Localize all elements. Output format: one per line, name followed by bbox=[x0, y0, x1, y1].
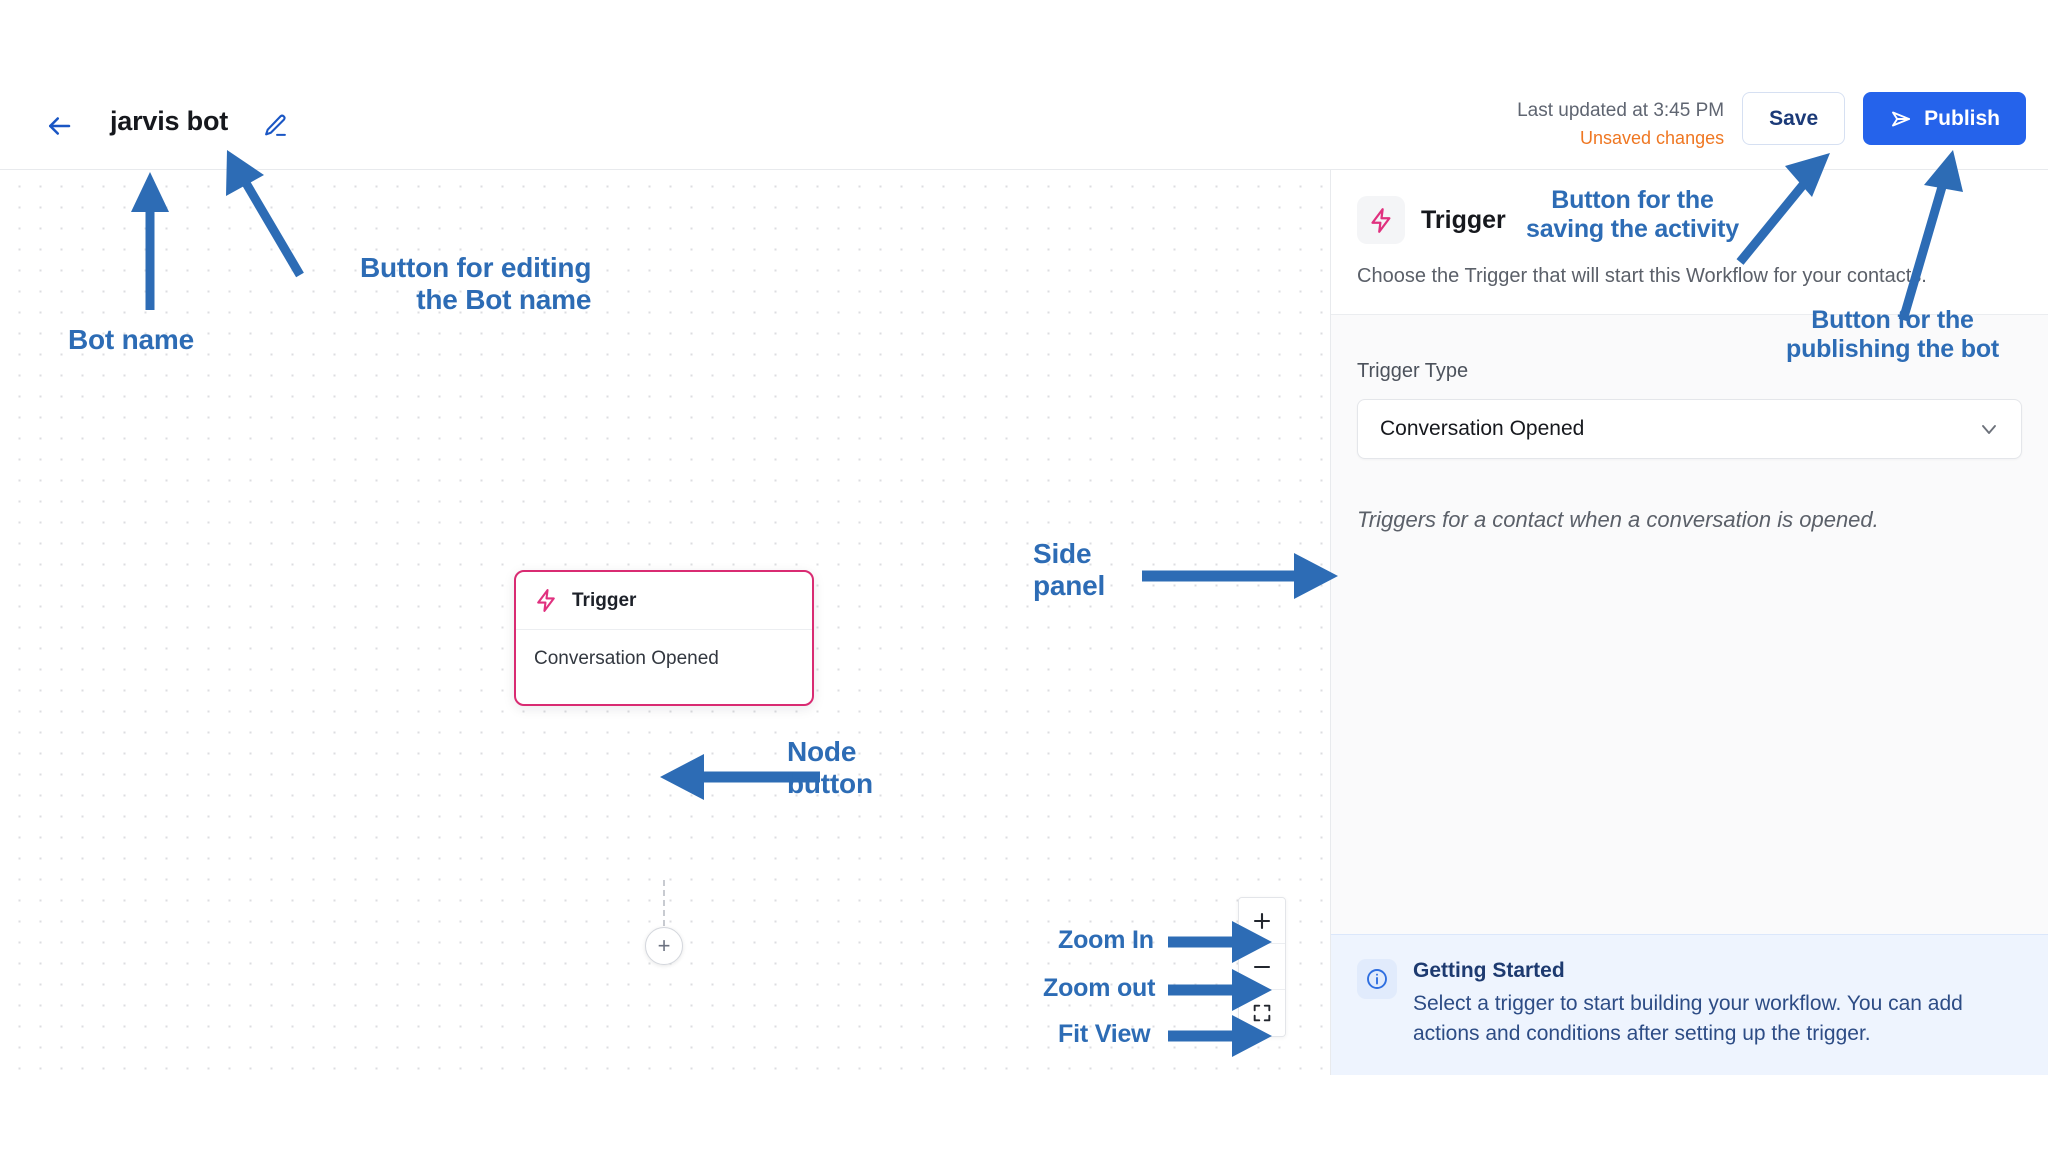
plus-icon bbox=[1253, 912, 1271, 929]
trigger-node-header: Trigger bbox=[516, 572, 812, 630]
minus-icon bbox=[1253, 965, 1271, 968]
back-button[interactable] bbox=[38, 105, 80, 147]
header-actions: Last updated at 3:45 PM Unsaved changes … bbox=[1517, 92, 2026, 150]
side-panel: Trigger Choose the Trigger that will sta… bbox=[1330, 170, 2048, 1075]
pencil-icon bbox=[264, 114, 286, 136]
trigger-node-type: Trigger bbox=[572, 589, 637, 611]
trigger-type-selected-value: Conversation Opened bbox=[1380, 417, 1585, 440]
trigger-type-label: Trigger Type bbox=[1357, 360, 1469, 382]
trigger-type-select[interactable]: Conversation Opened bbox=[1357, 399, 2022, 459]
fit-view-icon bbox=[1253, 1004, 1271, 1022]
side-panel-subtitle: Choose the Trigger that will start this … bbox=[1357, 265, 1927, 287]
workflow-builder-app: jarvis bot Last updated at 3:45 PM Unsav… bbox=[0, 0, 2048, 1075]
last-updated-text: Last updated at 3:45 PM bbox=[1517, 100, 1725, 121]
side-panel-body: Trigger Type Conversation Opened Trigger… bbox=[1331, 315, 2048, 533]
zoom-controls bbox=[1238, 897, 1286, 1037]
side-panel-title: Trigger bbox=[1421, 205, 1506, 234]
trigger-badge bbox=[1357, 196, 1405, 244]
app-header: jarvis bot Last updated at 3:45 PM Unsav… bbox=[0, 0, 2048, 170]
fit-view-button[interactable] bbox=[1239, 990, 1285, 1036]
trigger-node[interactable]: Trigger Conversation Opened bbox=[514, 570, 814, 706]
zoom-out-button[interactable] bbox=[1239, 944, 1285, 990]
zoom-in-button[interactable] bbox=[1239, 898, 1285, 944]
trigger-description: Triggers for a contact when a conversati… bbox=[1357, 507, 1879, 532]
add-node-button[interactable]: + bbox=[645, 927, 683, 965]
send-icon bbox=[1892, 111, 1911, 126]
chevron-down-icon bbox=[1977, 417, 2001, 441]
lightning-bolt-icon bbox=[1370, 207, 1390, 233]
header-status-meta: Last updated at 3:45 PM Unsaved changes bbox=[1517, 92, 1724, 150]
getting-started-title: Getting Started bbox=[1413, 959, 1565, 983]
publish-button[interactable]: Publish bbox=[1863, 92, 2026, 145]
workflow-canvas[interactable]: Trigger Conversation Opened + bbox=[0, 170, 1330, 1075]
side-panel-header: Trigger Choose the Trigger that will sta… bbox=[1331, 170, 2048, 315]
getting-started-callout: Getting Started Select a trigger to star… bbox=[1331, 934, 2048, 1075]
node-connector-line bbox=[663, 880, 665, 936]
info-icon bbox=[1357, 959, 1397, 1000]
publish-button-label: Publish bbox=[1924, 107, 2000, 130]
getting-started-text: Select a trigger to start building your … bbox=[1413, 992, 1963, 1046]
lightning-bolt-icon bbox=[537, 589, 555, 612]
save-button[interactable]: Save bbox=[1742, 92, 1846, 145]
bot-name-title: jarvis bot bbox=[110, 106, 229, 136]
trigger-node-value: Conversation Opened bbox=[534, 648, 719, 669]
getting-started-content: Getting Started Select a trigger to star… bbox=[1413, 959, 2013, 1049]
unsaved-changes-badge: Unsaved changes bbox=[1580, 127, 1725, 148]
arrow-left-icon bbox=[49, 117, 71, 135]
edit-bot-name-button[interactable] bbox=[258, 108, 292, 142]
